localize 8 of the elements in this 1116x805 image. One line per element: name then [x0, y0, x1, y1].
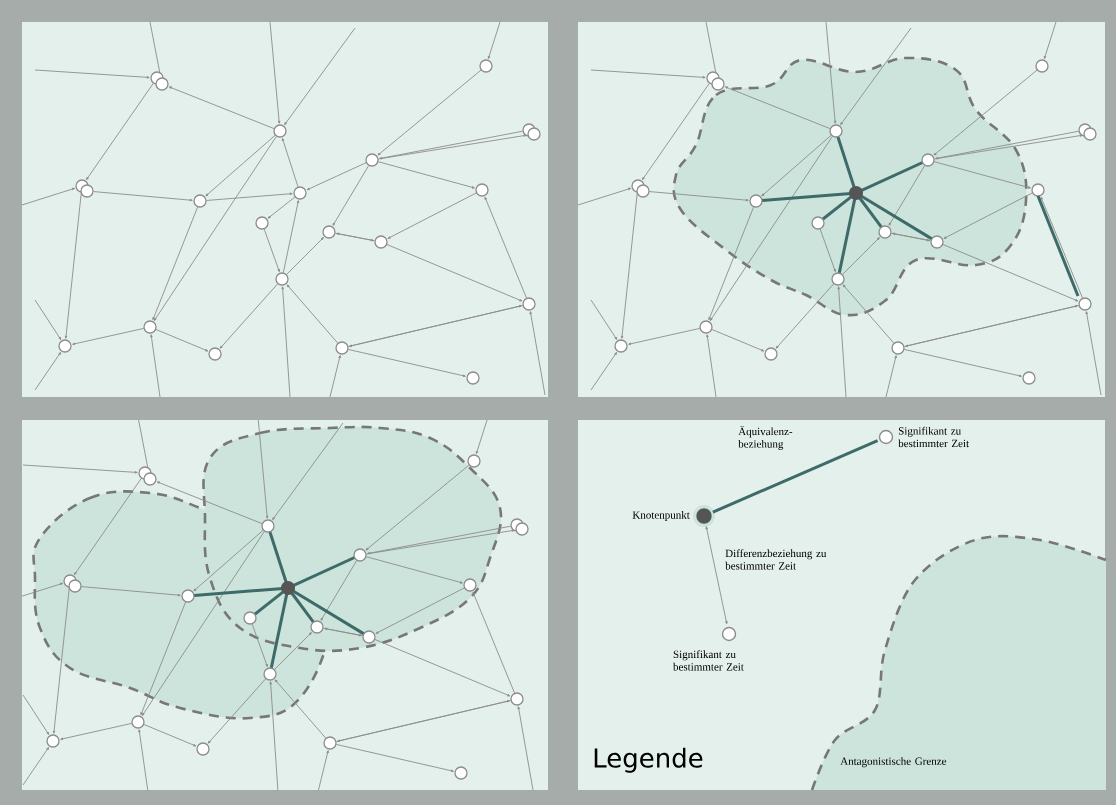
node-caption: Signifikant zu bestimmter Zeit — [898, 426, 970, 448]
node-caption: Signifikant zu bestimmter Zeit — [673, 650, 744, 671]
legend-heading: Legende — [594, 747, 703, 773]
node-circle — [693, 505, 715, 527]
node-caption: Knotenpunkt — [632, 511, 690, 521]
connector-line — [712, 439, 879, 514]
edge-label: Äquivalenz-beziehung — [738, 426, 793, 450]
arrow — [705, 526, 728, 625]
